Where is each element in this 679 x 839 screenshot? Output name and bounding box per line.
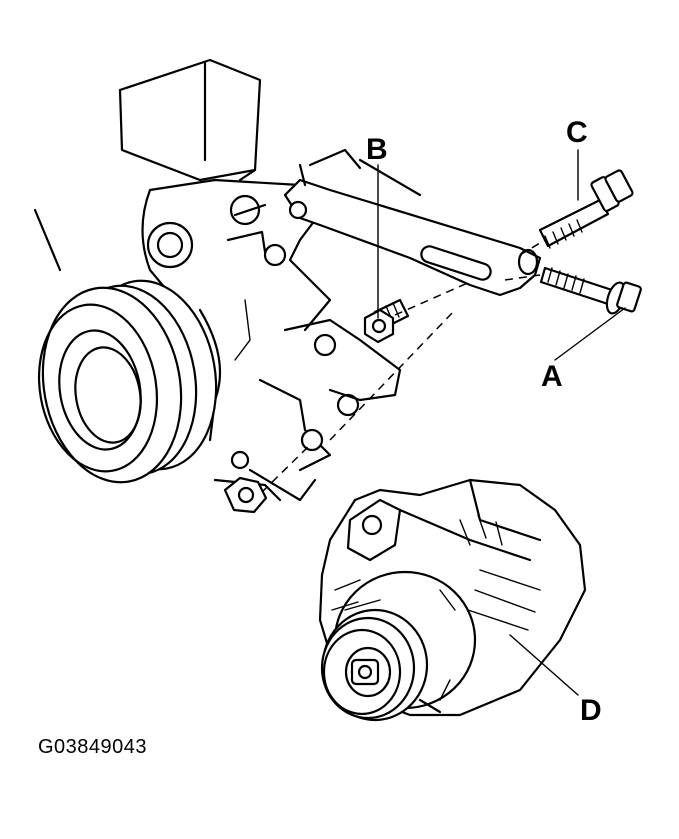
figure-id: G03849043 [38,736,148,758]
callout-label-a: A [541,360,563,393]
bolt-b [363,281,471,344]
leader-line-a [554,307,626,361]
alternator [318,478,587,722]
crankshaft-pulley [37,279,218,484]
bolt-a [504,266,642,315]
adjusting-bracket [283,148,542,297]
leader-lines [377,149,626,696]
bolt-c [519,169,634,256]
callout-label-d: D [580,694,602,727]
through-bolt-nut [223,309,456,514]
leader-line-d [509,634,579,696]
callout-label-b: B [366,133,388,166]
callout-label-c: C [566,116,588,149]
